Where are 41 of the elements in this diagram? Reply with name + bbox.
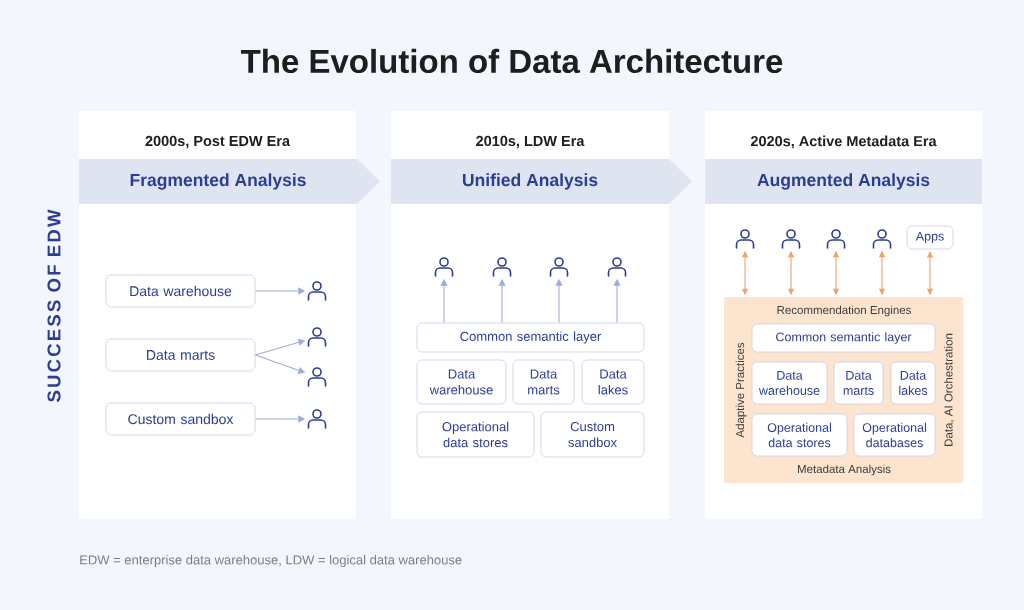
person-icon xyxy=(872,229,892,249)
component-box: Custom sandbox xyxy=(105,402,256,436)
component-box: Operational databases xyxy=(853,413,936,457)
person-icon xyxy=(307,281,327,301)
component-box: Data marts xyxy=(833,361,884,405)
component-box: Data marts xyxy=(105,338,256,372)
panel-label: Data, AI Orchestration xyxy=(944,333,954,446)
side-label: SUCCESS OF EDW xyxy=(47,209,61,402)
chevron-banner: Fragmented Analysis xyxy=(79,159,380,204)
person-icon xyxy=(307,367,327,387)
panel-label: Adaptive Practices xyxy=(735,342,747,438)
person-icon xyxy=(307,327,327,347)
component-box: Data warehouse xyxy=(105,274,256,308)
banner: Augmented Analysis xyxy=(705,159,982,204)
component-box: Custom sandbox xyxy=(540,411,645,458)
person-icon xyxy=(549,257,569,277)
era-heading: 2000s, Post EDW Era xyxy=(145,135,291,149)
person-icon xyxy=(607,257,627,277)
person-icon xyxy=(492,257,512,277)
caption: EDW = enterprise data warehouse, LDW = logical data warehouse xyxy=(80,554,462,568)
person-icon xyxy=(307,409,327,429)
era-heading: 2020s, Active Metadata Era xyxy=(750,135,937,149)
component-box: Data warehouse xyxy=(751,361,828,405)
component-box: Operational data stores xyxy=(416,411,535,458)
panel-label: Metadata Analysis xyxy=(797,464,891,476)
person-icon xyxy=(826,229,846,249)
component-box: Common semantic layer xyxy=(416,322,645,353)
component-box: Data lakes xyxy=(890,361,936,405)
component-box: Apps xyxy=(906,225,954,250)
person-icon xyxy=(434,257,454,277)
era-heading: 2010s, LDW Era xyxy=(476,135,585,149)
person-icon xyxy=(781,229,801,249)
person-icon xyxy=(735,229,755,249)
component-box: Data lakes xyxy=(581,359,645,405)
title: The Evolution of Data Architecture xyxy=(241,48,783,74)
component-box: Operational data stores xyxy=(751,413,848,457)
panel-label: Recommendation Engines xyxy=(777,305,911,317)
chevron-banner: Unified Analysis xyxy=(391,159,692,204)
component-box: Common semantic layer xyxy=(751,323,936,353)
component-box: Data marts xyxy=(512,359,575,405)
component-box: Data warehouse xyxy=(416,359,507,405)
